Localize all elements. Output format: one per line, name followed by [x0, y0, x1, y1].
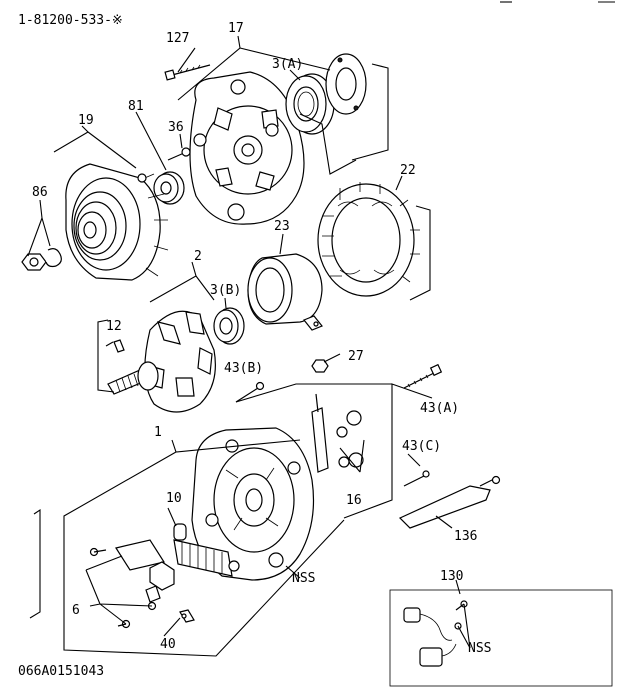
- part-17-front-housing: [189, 71, 305, 225]
- part-127-bolt: [164, 64, 211, 81]
- part-12-key: [113, 339, 125, 353]
- part-10-rectifier: [173, 523, 240, 577]
- label-43b: 43(B): [224, 361, 263, 376]
- part-6-regulator: [89, 539, 175, 629]
- label-1: 1: [154, 425, 162, 440]
- part-16-terminal: [311, 393, 364, 473]
- label-81: 81: [128, 99, 144, 114]
- part-43a-bolt: [403, 363, 443, 389]
- part-43b-bolt: [235, 381, 265, 403]
- label-nss-housing: NSS: [292, 571, 315, 586]
- part-130-harness: [389, 589, 613, 687]
- part-136-bracket: [398, 475, 501, 529]
- label-22: 22: [400, 163, 416, 178]
- leader-lines: [27, 35, 471, 657]
- label-23: 23: [274, 219, 290, 234]
- label-43c: 43(C): [402, 439, 441, 454]
- part-81-spacer: [153, 171, 185, 205]
- part-22-stator: [317, 182, 420, 297]
- part-3b-bearing: [213, 307, 245, 345]
- part-1-rear-housing: [191, 427, 315, 581]
- part-86-nut-washer: [21, 248, 62, 271]
- part-23-ring: [247, 253, 323, 331]
- part-2-rotor: [107, 310, 216, 413]
- label-86: 86: [32, 185, 48, 200]
- label-17: 17: [228, 21, 244, 36]
- label-127: 127: [166, 31, 189, 46]
- label-43a: 43(A): [420, 401, 459, 416]
- label-3b: 3(B): [210, 283, 241, 298]
- label-40: 40: [160, 637, 176, 652]
- label-2: 2: [194, 249, 202, 264]
- part-27-nut: [311, 359, 329, 373]
- part-43c-bolt: [403, 470, 430, 487]
- label-19: 19: [78, 113, 94, 128]
- label-12: 12: [106, 319, 122, 334]
- label-10: 10: [166, 491, 182, 506]
- label-130: 130: [440, 569, 463, 584]
- label-36: 36: [168, 120, 184, 135]
- part-19-pulley-fan: [65, 163, 169, 281]
- label-136: 136: [454, 529, 477, 544]
- part-40-terminal: [179, 609, 195, 623]
- inset-frame: [389, 589, 613, 687]
- part-36-screw: [167, 147, 191, 161]
- diagram-footer-code: 066A0151043: [18, 664, 104, 679]
- label-16: 16: [346, 493, 362, 508]
- diagram-header-code: 1-81200-533-※: [18, 13, 123, 28]
- label-nss-harness: NSS: [468, 641, 491, 656]
- label-6: 6: [72, 603, 80, 618]
- part-3a-bearing: [285, 73, 335, 135]
- bearing-cover-plate: [325, 53, 367, 115]
- label-3a: 3(A): [272, 57, 303, 72]
- label-27: 27: [348, 349, 364, 364]
